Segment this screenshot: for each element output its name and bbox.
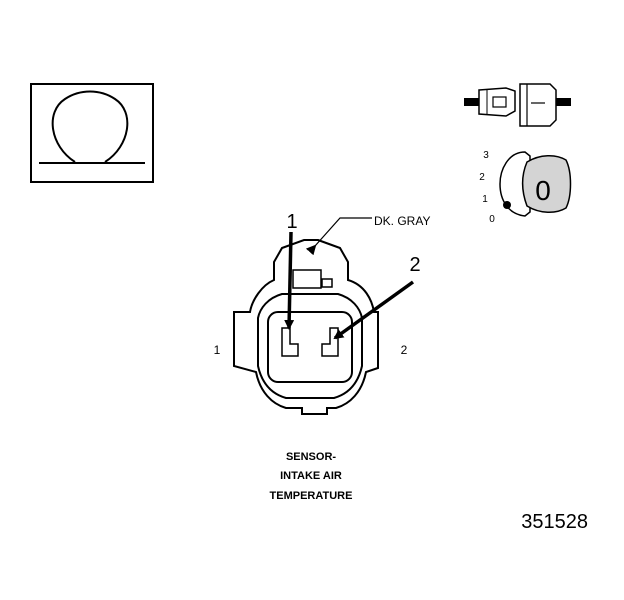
component-caption: SENSOR- INTAKE AIR TEMPERATURE [270, 451, 353, 502]
caption-line-1: SENSOR- [286, 451, 336, 463]
key-position-label: 0 [535, 175, 551, 206]
ignition-position-marker [503, 201, 511, 209]
switch-position-2: 2 [479, 172, 485, 183]
pin-2-callout: 2 [333, 254, 421, 340]
ohmmeter-symbol-box [30, 83, 154, 183]
ohmmeter-symbol [30, 83, 154, 183]
figure-number: 351528 [521, 511, 588, 533]
connector-face [233, 239, 379, 415]
side-label-left: 1 [214, 343, 221, 357]
pin-1-callout: 1 [284, 211, 298, 330]
switch-position-1: 1 [482, 194, 488, 205]
ignition-lock-cylinder [499, 151, 531, 217]
wire-color-label: DK. GRAY [374, 214, 430, 228]
ignition-key-icon: 0 3 2 1 0 [479, 150, 572, 225]
wire-color-callout: DK. GRAY [305, 214, 430, 256]
pin-1-number: 1 [286, 211, 297, 233]
ohm-icon [51, 90, 129, 163]
terminal-cavity [267, 311, 353, 383]
key-head [521, 155, 572, 213]
connector-latch [292, 269, 322, 289]
caption-line-3: TEMPERATURE [270, 490, 353, 502]
caption-line-2: INTAKE AIR [280, 470, 342, 482]
pin-2-number: 2 [409, 254, 420, 276]
switch-position-0: 0 [489, 214, 495, 225]
switch-position-3: 3 [483, 150, 489, 161]
connector-disconnect-icon [464, 83, 571, 127]
side-label-right: 2 [401, 343, 408, 357]
